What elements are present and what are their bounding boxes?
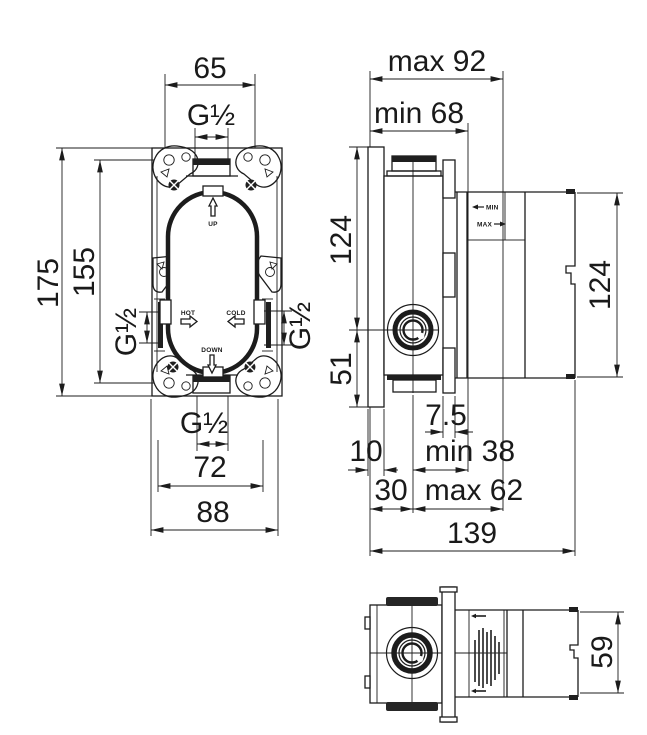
dim-max92: max 92 <box>388 45 486 78</box>
min-label: MIN <box>486 205 499 212</box>
dim-88: 88 <box>196 496 229 529</box>
side-top-port <box>386 155 442 177</box>
up-arrow-icon <box>207 196 219 217</box>
side-body <box>383 175 444 376</box>
fixing-screws <box>167 179 257 373</box>
dim-min38: min 38 <box>425 435 515 468</box>
dim-7-5: 7.5 <box>425 399 467 432</box>
screw-icon <box>245 179 257 191</box>
dim-g12-left: G½ <box>110 308 143 356</box>
front-view: UP HOT COLD DOWN 65 G½ 175 155 <box>32 52 317 536</box>
down-label: DOWN <box>201 347 222 354</box>
protection-cover <box>165 189 260 376</box>
dim-65: 65 <box>193 52 226 85</box>
max-mark-icon <box>471 688 476 694</box>
cold-arrow-icon <box>226 314 245 329</box>
down-arrow-icon <box>206 354 218 375</box>
up-label: UP <box>208 221 218 228</box>
bottom-recess-box <box>455 607 579 700</box>
dim-51: 51 <box>325 352 358 385</box>
front-plate-outline <box>151 147 283 397</box>
dim-72: 72 <box>193 451 226 484</box>
cold-label: COLD <box>226 310 245 317</box>
bottom-view: 59 <box>364 586 624 723</box>
side-outlet-port <box>386 303 440 357</box>
dim-124-right: 124 <box>584 260 617 310</box>
sticker-microtext <box>471 613 500 694</box>
dim-10: 10 <box>349 435 382 468</box>
min-arrow-icon <box>472 204 478 210</box>
bottom-plate-bar <box>439 586 458 723</box>
screw-icon <box>168 179 180 191</box>
dim-g12-bottom: G½ <box>180 407 228 440</box>
depth-label-box: MIN MAX <box>467 191 526 241</box>
dim-g12-top: G½ <box>187 99 235 132</box>
right-inlet-port <box>262 298 273 352</box>
bottom-outlet-port <box>385 626 439 680</box>
flow-labels: UP HOT COLD DOWN <box>180 196 246 375</box>
dim-30: 30 <box>374 474 407 507</box>
bottom-port-cap <box>386 597 438 606</box>
hot-arrow-icon <box>180 314 199 329</box>
dim-139: 139 <box>447 517 497 550</box>
left-inlet-port <box>154 298 165 352</box>
dim-g12-right: G½ <box>284 302 317 350</box>
dim-min68: min 68 <box>374 97 464 130</box>
recess-box <box>455 189 576 379</box>
front-dimensions: 65 G½ 175 155 G½ G½ G½ <box>32 52 317 536</box>
screw-icon <box>244 361 256 373</box>
bottom-port-cap <box>386 702 438 711</box>
min-mark-icon <box>471 613 476 619</box>
side-dimensions: max 92 min 68 124 51 124 7.5 10 <box>325 45 623 556</box>
dim-155: 155 <box>68 247 101 297</box>
top-port <box>186 158 238 177</box>
side-view: MIN MAX max 92 min 68 124 <box>325 45 623 556</box>
dim-175: 175 <box>32 258 65 308</box>
screw-icon <box>167 361 179 373</box>
hot-label: HOT <box>181 310 195 317</box>
dim-max62: max 62 <box>425 474 523 507</box>
dim-59: 59 <box>586 635 619 668</box>
side-bottom-port <box>387 375 441 393</box>
bottom-dimensions: 59 <box>580 611 624 694</box>
max-label: MAX <box>477 222 493 229</box>
side-plate-bar <box>367 146 385 408</box>
dim-124-left: 124 <box>325 215 358 265</box>
